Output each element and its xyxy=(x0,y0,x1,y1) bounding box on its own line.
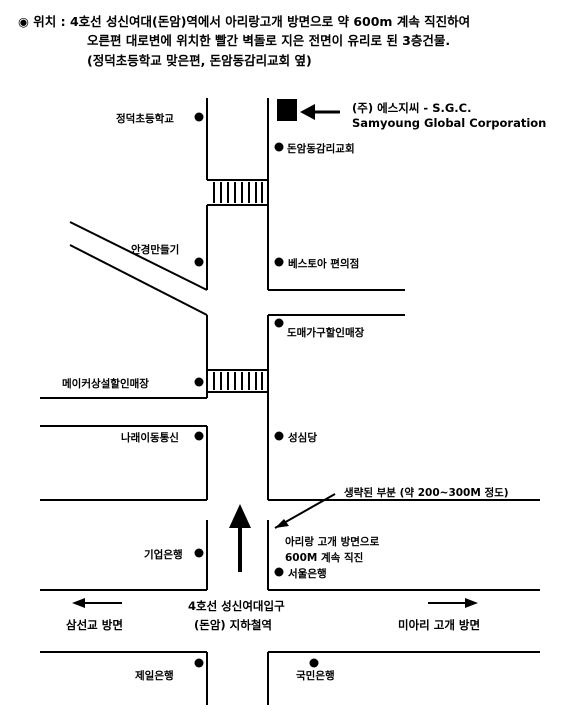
label-naraeidong: 나래이동통신 xyxy=(121,432,179,444)
label-makeup-shop: 메이커상설할인매장 xyxy=(62,378,149,390)
note-omitted-section: 생략된 부분 (약 200~300M 정도) xyxy=(344,487,509,499)
crosswalk-middle xyxy=(207,369,268,393)
direction-left: 삼선교 방면 xyxy=(66,618,123,632)
station-line-2: (돈암) 지하철역 xyxy=(194,618,272,632)
dot-seongsimdang xyxy=(274,431,284,441)
dot-seoul-bank xyxy=(274,567,284,577)
company-name-ko: (주) 에스지씨 - S.G.C. xyxy=(352,101,472,115)
left-arrow-icon xyxy=(72,598,122,608)
dot-donam-church xyxy=(274,142,284,152)
label-ibk-bank: 기업은행 xyxy=(144,549,183,561)
dot-convenience-store xyxy=(274,257,284,267)
dot-kookmin-bank xyxy=(309,658,319,668)
label-donam-church: 돈암동감리교회 xyxy=(287,143,355,155)
dot-ibk-bank xyxy=(194,548,204,558)
direction-right: 미아리 고개 방면 xyxy=(398,618,481,632)
dot-jeil-bank xyxy=(194,658,204,668)
station-line-1: 4호선 성신여대입구 xyxy=(188,599,285,613)
crosswalk-top xyxy=(207,179,268,206)
company-name-en: Samyoung Global Corporation xyxy=(352,116,547,130)
label-kookmin-bank: 국민은행 xyxy=(296,670,335,682)
dot-makeup-shop xyxy=(194,377,204,387)
pointer-arrow-icon xyxy=(300,104,340,120)
dot-naraeidong xyxy=(194,431,204,441)
note-direction-1: 아리랑 고개 방면으로 xyxy=(285,536,380,548)
label-jeil-bank: 제일은행 xyxy=(135,670,174,682)
header-line-1: ◉ 위치 : 4호선 성신여대(돈암)역에서 아리랑고개 방면으로 약 600m… xyxy=(18,14,471,29)
label-seoul-bank: 서울은행 xyxy=(288,568,327,580)
label-seongsimdang: 성심당 xyxy=(288,432,317,444)
up-arrow-icon xyxy=(229,504,251,572)
note-arrow-icon xyxy=(275,519,289,528)
header-line-2: 오른편 대로변에 위치한 빨간 벽돌로 지은 전면이 유리로 된 3층건물. xyxy=(87,33,451,48)
header-line-3: (정덕초등학교 맞은편, 돈암동감리교회 옆) xyxy=(87,53,312,68)
label-glasses-shop: 안경만들기 xyxy=(131,244,180,256)
note-direction-2: 600M 계속 직진 xyxy=(285,552,364,564)
landmark-dots xyxy=(194,112,319,668)
label-wholesale-furniture: 도매가구할인매장 xyxy=(287,327,365,339)
dot-jeongdeok-school xyxy=(194,112,204,122)
dot-wholesale-furniture xyxy=(274,318,284,328)
right-arrow-icon xyxy=(428,598,478,608)
label-jeongdeok-school: 정덕초등학교 xyxy=(116,113,174,125)
company-building xyxy=(277,99,297,121)
dot-glasses-shop xyxy=(194,257,204,267)
label-convenience-store: 베스토아 편의점 xyxy=(288,258,360,270)
